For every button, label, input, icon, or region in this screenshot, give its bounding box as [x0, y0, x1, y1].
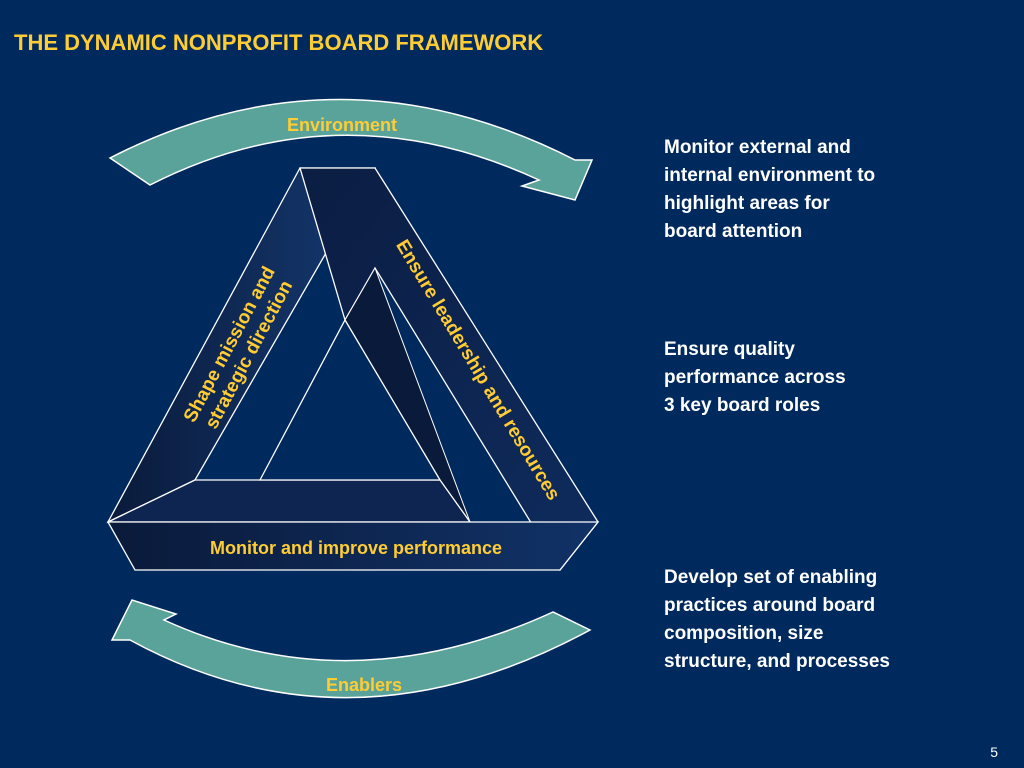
monitor-performance-label: Monitor and improve performance	[210, 538, 502, 558]
description-line: Ensure quality	[664, 339, 795, 360]
description-line: composition, size	[664, 623, 824, 644]
enablers-arrow	[110, 599, 592, 699]
description-line: practices around board	[664, 595, 876, 616]
triangle-bottom-beam	[106, 521, 600, 571]
performance-description: Ensure quality performance across 3 key …	[664, 336, 846, 420]
slide-title: THE DYNAMIC NONPROFIT BOARD FRAMEWORK	[14, 30, 544, 55]
environment-label: Environment	[287, 115, 397, 135]
board-roles-triangle	[106, 167, 600, 572]
description-line: Monitor external and	[664, 137, 851, 158]
description-line: 3 key board roles	[664, 395, 821, 416]
triangle-center	[258, 318, 442, 481]
page-number: 5	[990, 744, 998, 760]
environment-arrow	[108, 98, 594, 201]
description-line: highlight areas for	[664, 193, 830, 214]
description-line: board attention	[664, 221, 803, 242]
enablers-description: Develop set of enabling practices around…	[664, 564, 890, 676]
description-line: structure, and processes	[664, 651, 890, 672]
environment-description: Monitor external and internal environmen…	[664, 134, 875, 246]
description-line: internal environment to	[664, 165, 876, 186]
description-line: Develop set of enabling	[664, 567, 878, 588]
description-line: performance across	[664, 367, 846, 388]
enablers-label: Enablers	[326, 675, 402, 695]
